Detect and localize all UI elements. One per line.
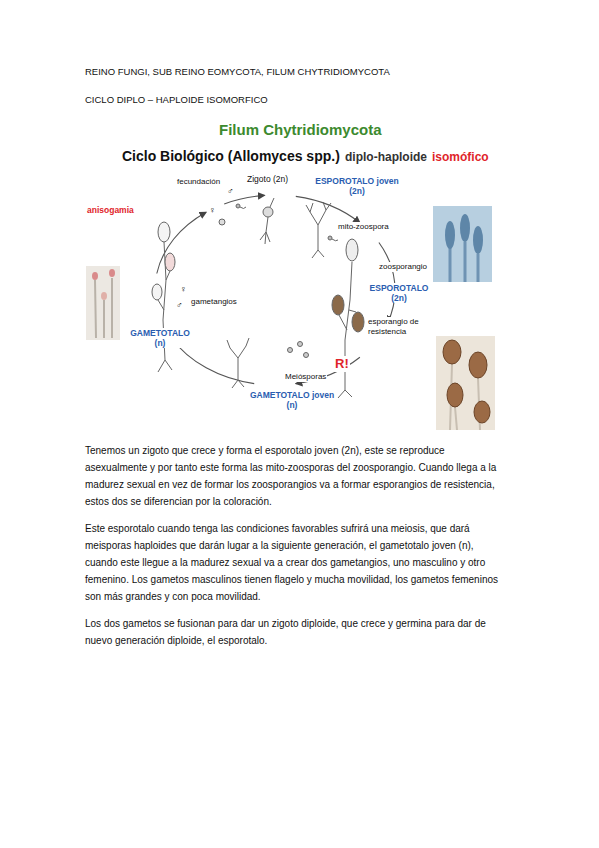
process-label: anisogamia (86, 205, 135, 215)
cycle-arrows (157, 195, 395, 383)
meiospore-sketch (288, 342, 309, 358)
sporothallus-sketch (332, 239, 364, 398)
young-sporothallus-sketch (306, 202, 338, 258)
page-heading: REINO FUNGI, SUB REINO EOMYCOTA, FILUM C… (85, 66, 390, 77)
body-paragraph: Este esporotalo cuando tenga las condici… (85, 520, 505, 605)
figure-subtitle: Ciclo Biológico (Allomyces spp.) (122, 148, 340, 165)
body-paragraph: Tenemos un zigoto que crece y forma el e… (85, 442, 505, 510)
part-label: gametangios (190, 297, 238, 307)
micrograph-right-top (433, 206, 492, 282)
sex-symbol: ♀ (179, 284, 188, 295)
micrograph-right-bottom (436, 336, 495, 430)
sex-symbol: ♂ (226, 186, 235, 197)
stage-label: GAMETOTALO joven (n) (248, 390, 336, 410)
young-gametothallus-sketch (227, 338, 249, 388)
sex-symbol: ♀ (208, 205, 217, 216)
figure-subtitle: diplo-haploide (345, 150, 427, 164)
micrograph-left (86, 266, 120, 340)
stage-label: ESPOROTALO (2n) (364, 283, 434, 303)
part-label: mito-zoospora (337, 222, 390, 232)
stage-label: fecundación (176, 177, 221, 187)
part-label: esporangio de resistencia (367, 317, 431, 336)
zygote-sketch (260, 198, 274, 244)
figure-title: Filum Chytridiomycota (219, 121, 382, 139)
subheading: CICLO DIPLO – HAPLOIDE ISOMORFICO (85, 94, 268, 105)
part-label: zoosporangio (378, 262, 428, 272)
part-label: Meiósporas (284, 372, 327, 382)
gametothallus-sketch (152, 222, 175, 372)
gamete-sketch (219, 204, 246, 225)
stage-label: ESPOROTALO joven (2n) (314, 176, 400, 196)
meiosis-mark: R! (334, 356, 350, 372)
figure-subtitle: isomófico (432, 150, 489, 164)
body-paragraph: Los dos gametos se fusionan para dar un … (85, 615, 505, 649)
stage-label: GAMETOTALO (n) (124, 328, 196, 348)
stage-label: Zigoto (2n) (246, 174, 289, 184)
sex-symbol: ♂ (175, 300, 184, 311)
